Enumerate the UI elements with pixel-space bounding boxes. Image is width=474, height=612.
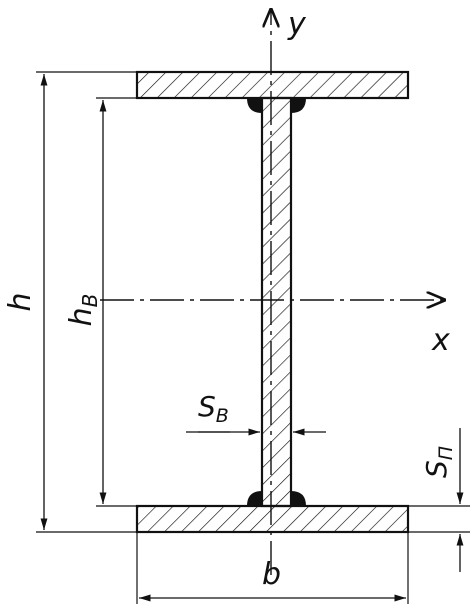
web [260, 96, 293, 508]
label-web-thickness: SB [198, 390, 229, 427]
label-x-axis: x [431, 323, 450, 358]
weld-bottom [247, 491, 306, 506]
label-web-thickness-sub: B [216, 405, 229, 427]
label-web-height: hB [64, 294, 102, 327]
label-y-axis: y [287, 7, 307, 42]
label-flange-thickness-base: S [420, 460, 453, 478]
label-web-height-base: h [64, 307, 99, 326]
label-web-thickness-base: S [198, 390, 216, 423]
bottom-flange [135, 504, 410, 534]
label-total-height: h [3, 292, 38, 311]
label-flange-thickness: SП [420, 446, 457, 478]
label-web-height-sub: B [78, 294, 102, 308]
top-flange [135, 70, 410, 100]
label-flange-thickness-sub: П [435, 446, 457, 460]
label-flange-width: b [262, 557, 281, 592]
weld-top [247, 98, 306, 113]
